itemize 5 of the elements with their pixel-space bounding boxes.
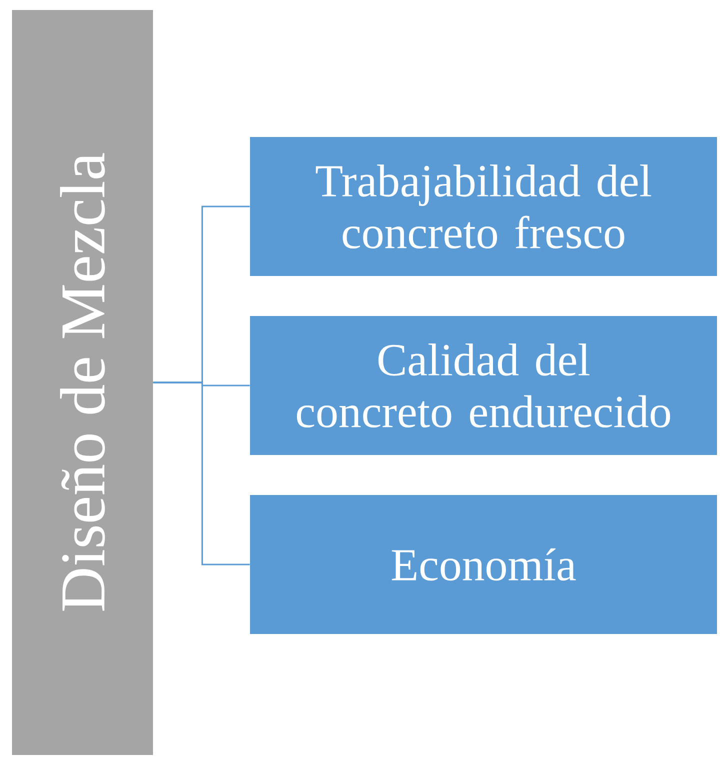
category-box: Calidad del concreto endurecido — [250, 316, 717, 455]
category-box: Trabajabilidad del concreto fresco — [250, 137, 717, 276]
title-bar: Diseño de Mezcla — [12, 10, 153, 755]
connector-line — [153, 382, 250, 566]
category-box: Economía — [250, 495, 717, 634]
